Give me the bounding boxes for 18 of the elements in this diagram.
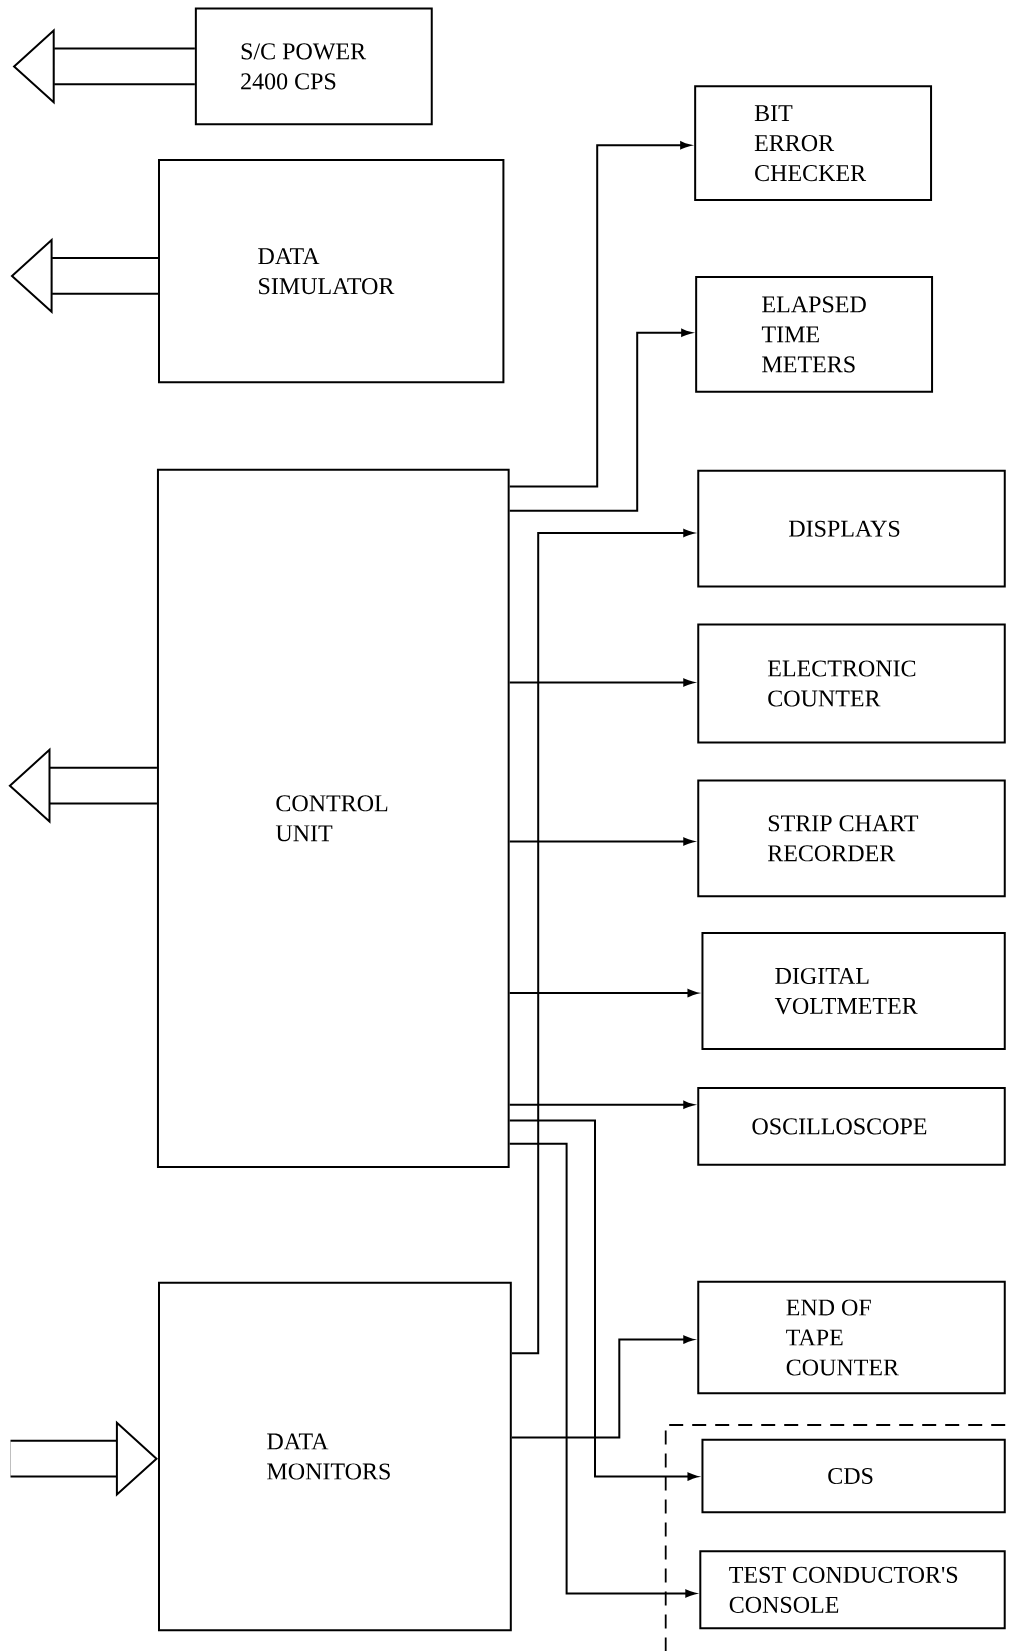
block-box: DIGITAL VOLTMETER: [701, 932, 1006, 1050]
block-box: DISPLAYS: [697, 469, 1006, 588]
block-box: CONTROL UNIT: [156, 468, 510, 1168]
block-box: CDS: [701, 1438, 1006, 1514]
block-box: ELAPSED TIME METERS: [695, 276, 934, 393]
block-box: DATA SIMULATOR: [158, 159, 505, 384]
arrow: [508, 141, 691, 488]
block-box: BIT ERROR CHECKER: [694, 85, 933, 202]
block-box: OSCILLOSCOPE: [697, 1086, 1006, 1166]
block-box: ELECTRONIC COUNTER: [697, 623, 1006, 744]
block-box: END OF TAPE COUNTER: [697, 1280, 1006, 1395]
arrow: [508, 1100, 694, 1109]
block-box: STRIP CHART RECORDER: [697, 779, 1006, 898]
block-box: DATA MONITORS: [158, 1281, 512, 1632]
arrow: [508, 328, 692, 512]
block-box: TEST CONDUCTOR'S CONSOLE: [699, 1550, 1006, 1630]
arrow: [508, 989, 698, 997]
block-box: S/C POWER 2400 CPS: [194, 7, 433, 126]
